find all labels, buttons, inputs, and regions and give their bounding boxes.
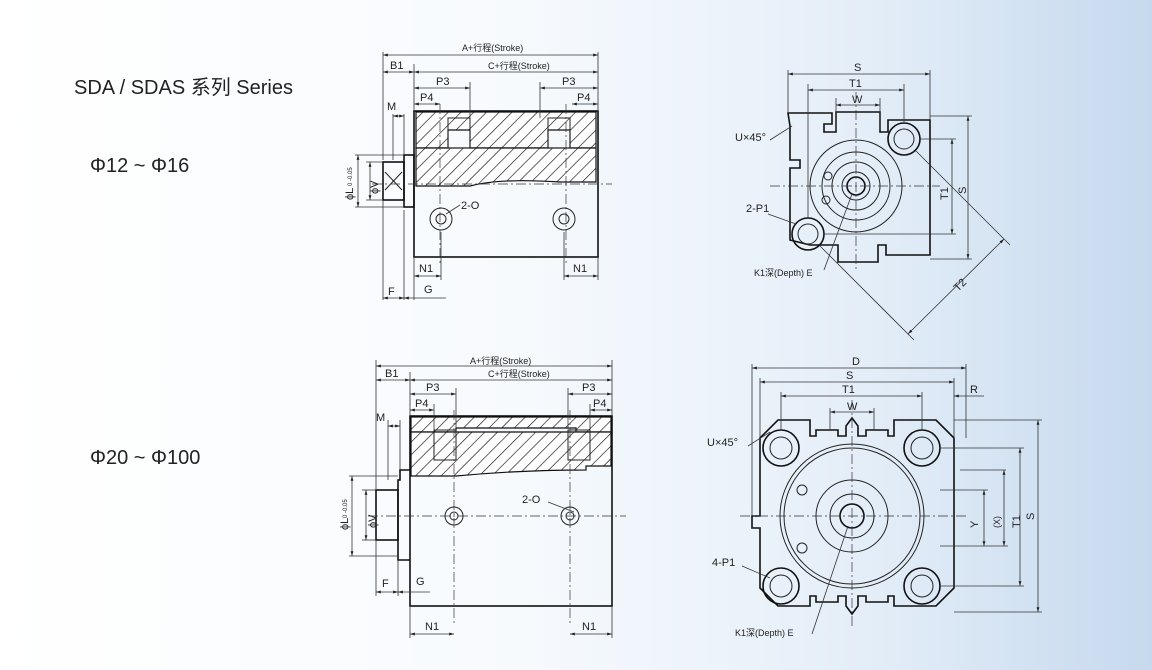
end-view-large: D S R T1 W Y (X) T1 S U×45° (707, 356, 1042, 638)
dim-2-P1-small: 2-P1 (746, 203, 769, 215)
dim-K1-small: K1深(Depth) E (754, 268, 813, 278)
dim-phiV-large: ϕV (367, 514, 379, 528)
dim-4-P1-large: 4-P1 (712, 557, 735, 569)
dim-B1-small: B1 (390, 60, 403, 72)
dim-B1-large: B1 (385, 368, 398, 380)
dim-phiL-tol-large: 0 -0.05 (343, 499, 349, 518)
dim-M-small: M (387, 101, 396, 113)
dim-N1-right-large: N1 (582, 621, 596, 633)
dim-T1-side-small: T1 (939, 187, 951, 200)
dim-phiL-small: ϕL (344, 188, 356, 200)
dim-T1-top-large: T1 (842, 384, 855, 396)
dim-A-stroke-small: A+行程(Stroke) (462, 42, 523, 53)
mount-holes-large (762, 429, 941, 605)
dim-G-small: G (424, 284, 433, 296)
dim-T1-side-large: T1 (1011, 515, 1023, 528)
dim-P4-left-small: P4 (420, 92, 433, 104)
dim-F-large: F (382, 578, 389, 590)
dim-P4-right-small: P4 (577, 92, 590, 104)
dim-S-top-small: S (854, 62, 861, 74)
dim-P4-left-large: P4 (415, 398, 428, 410)
dim-M-large: M (376, 412, 385, 424)
dim-C-stroke-large: C+行程(Stroke) (488, 368, 550, 379)
dim-W-large: W (847, 401, 858, 413)
dim-T1-top-small: T1 (849, 78, 862, 90)
dim-N1-left-large: N1 (425, 621, 439, 633)
range-label-large: Φ20 ~ Φ100 (90, 447, 201, 469)
dim-S-top-large: S (846, 370, 853, 382)
dim-F-small: F (388, 286, 395, 298)
dim-phiL-tol-small: 0 -0.05 (348, 167, 354, 186)
dim-U45-large: U×45° (707, 437, 738, 449)
dim-P3-right-large: P3 (582, 382, 595, 394)
dim-P3-left-large: P3 (426, 382, 439, 394)
dim-N1-right-small: N1 (573, 263, 587, 275)
dim-Y-large: Y (969, 520, 981, 528)
dim-G-large: G (416, 576, 425, 588)
range-label-small: Φ12 ~ Φ16 (90, 155, 190, 177)
dim-U45-small: U×45° (735, 132, 766, 144)
dim-C-stroke-small: C+行程(Stroke) (488, 60, 550, 71)
end-view-small: S T1 W T1 S T2 U×45° 2-P1 K1深(Depth) E (735, 62, 1011, 341)
dim-A-stroke-large: A+行程(Stroke) (470, 355, 531, 366)
dim-X-large: (X) (992, 516, 1002, 528)
series-title: SDA / SDAS 系列 Series (74, 77, 293, 99)
side-view-large: 2-O A+行程(Stroke) C+行程(Stroke) B1 P3 P3 P… (339, 355, 626, 638)
dim-T2-small: T2 (952, 277, 970, 295)
dim-N1-left-small: N1 (419, 263, 433, 275)
dim-phiV-small: ϕV (369, 180, 381, 194)
dim-2-O-large: 2-O (522, 494, 541, 506)
dim-P3-left-small: P3 (436, 76, 449, 88)
dim-2-O-small: 2-O (461, 200, 480, 212)
dim-W-small: W (852, 94, 863, 106)
dim-S-side-large: S (1025, 513, 1037, 520)
dim-phiL-large: ϕL (339, 518, 351, 530)
dim-P4-right-large: P4 (593, 398, 606, 410)
side-view-small: 2-O A+行程(Stroke) C+行程(Stroke) B1 P3 P3 P… (344, 42, 612, 300)
dim-K1-large: K1深(Depth) E (735, 628, 794, 638)
dim-P3-right-small: P3 (562, 76, 575, 88)
dim-D-large: D (852, 356, 860, 368)
dim-S-side-small: S (957, 187, 969, 194)
dim-R-large: R (970, 384, 978, 396)
